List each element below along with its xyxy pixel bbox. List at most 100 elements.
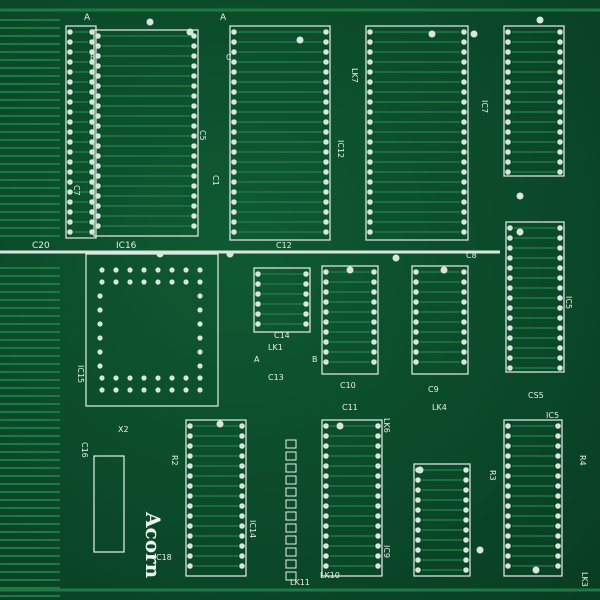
pin-pad xyxy=(507,235,513,241)
pin-pad xyxy=(323,433,329,439)
pin-pad xyxy=(461,289,467,295)
pin-pad xyxy=(367,219,373,225)
via xyxy=(186,28,194,36)
pin-pad xyxy=(169,267,175,273)
pin-pad xyxy=(99,375,105,381)
pin-pad xyxy=(555,483,561,489)
pin-pad xyxy=(367,119,373,125)
pin-pad xyxy=(323,179,329,185)
pin-pad xyxy=(191,183,197,189)
pin-pad xyxy=(505,463,511,469)
pin-pad xyxy=(461,209,467,215)
pin-pad xyxy=(155,267,161,273)
pin-pad xyxy=(239,483,245,489)
pin-pad xyxy=(367,149,373,155)
pin-pad xyxy=(67,69,73,75)
pin-pad xyxy=(461,149,467,155)
via xyxy=(476,546,484,554)
pin-pad xyxy=(557,235,563,241)
pin-pad xyxy=(187,463,193,469)
link-header xyxy=(285,439,297,449)
silk-c20: C20 xyxy=(32,241,50,251)
pin-pad xyxy=(197,267,203,273)
pin-pad xyxy=(507,345,513,351)
pin-pad xyxy=(231,189,237,195)
pin-pad xyxy=(507,335,513,341)
pin-pad xyxy=(375,543,381,549)
pin-pad xyxy=(89,199,95,205)
pin-pad xyxy=(413,309,419,315)
pin-pad xyxy=(505,543,511,549)
pin-pad xyxy=(461,299,467,305)
pin-pad xyxy=(323,229,329,235)
pin-pad xyxy=(557,305,563,311)
pin-pad xyxy=(557,285,563,291)
pin-pad xyxy=(67,229,73,235)
pin-pad xyxy=(155,387,161,393)
silk-b: B xyxy=(90,53,96,62)
pin-pad xyxy=(507,355,513,361)
silk-ic14: IC14 xyxy=(248,520,257,538)
pin-pad xyxy=(239,533,245,539)
plcc-socket xyxy=(85,253,219,407)
link-header xyxy=(285,547,297,557)
pin-pad xyxy=(371,299,377,305)
pin-pad xyxy=(555,553,561,559)
pin-pad xyxy=(95,93,101,99)
pin-pad xyxy=(191,83,197,89)
pin-pad xyxy=(461,279,467,285)
dip-socket xyxy=(413,463,471,577)
pin-pad xyxy=(255,311,261,317)
pin-pad xyxy=(371,359,377,365)
pin-pad xyxy=(367,179,373,185)
pin-pad xyxy=(197,363,203,369)
pin-pad xyxy=(95,113,101,119)
pin-pad xyxy=(367,199,373,205)
dip-socket xyxy=(253,267,311,333)
pin-pad xyxy=(371,329,377,335)
pin-pad xyxy=(323,139,329,145)
pin-pad xyxy=(375,483,381,489)
pin-pad xyxy=(191,113,197,119)
via xyxy=(336,422,344,430)
silk-c16: C16 xyxy=(80,442,89,458)
pin-pad xyxy=(505,129,511,135)
pin-pad xyxy=(375,443,381,449)
pin-pad xyxy=(375,433,381,439)
pin-pad xyxy=(375,563,381,569)
pin-pad xyxy=(323,309,329,315)
silk-lk1: LK1 xyxy=(268,343,283,352)
pin-pad xyxy=(367,109,373,115)
pin-pad xyxy=(505,49,511,55)
pin-pad xyxy=(323,69,329,75)
pin-pad xyxy=(67,169,73,175)
silk-c1: C1 xyxy=(211,175,220,186)
pin-pad xyxy=(375,533,381,539)
pin-pad xyxy=(95,163,101,169)
pin-pad xyxy=(323,473,329,479)
pin-pad xyxy=(67,89,73,95)
pin-pad xyxy=(367,69,373,75)
pin-pad xyxy=(187,453,193,459)
pin-pad xyxy=(231,79,237,85)
pin-pad xyxy=(555,503,561,509)
pin-pad xyxy=(461,269,467,275)
pin-pad xyxy=(505,159,511,165)
pin-pad xyxy=(505,453,511,459)
pin-pad xyxy=(461,189,467,195)
pin-pad xyxy=(95,63,101,69)
pin-pad xyxy=(99,267,105,273)
pin-pad xyxy=(67,159,73,165)
pin-pad xyxy=(461,69,467,75)
pin-pad xyxy=(183,279,189,285)
pin-pad xyxy=(187,493,193,499)
pin-pad xyxy=(155,279,161,285)
pin-pad xyxy=(323,269,329,275)
ic-sockets xyxy=(65,25,565,581)
pin-pad xyxy=(375,523,381,529)
pin-pad xyxy=(89,99,95,105)
pin-pad xyxy=(191,163,197,169)
pin-pad xyxy=(303,311,309,317)
via xyxy=(470,30,478,38)
via xyxy=(428,30,436,38)
